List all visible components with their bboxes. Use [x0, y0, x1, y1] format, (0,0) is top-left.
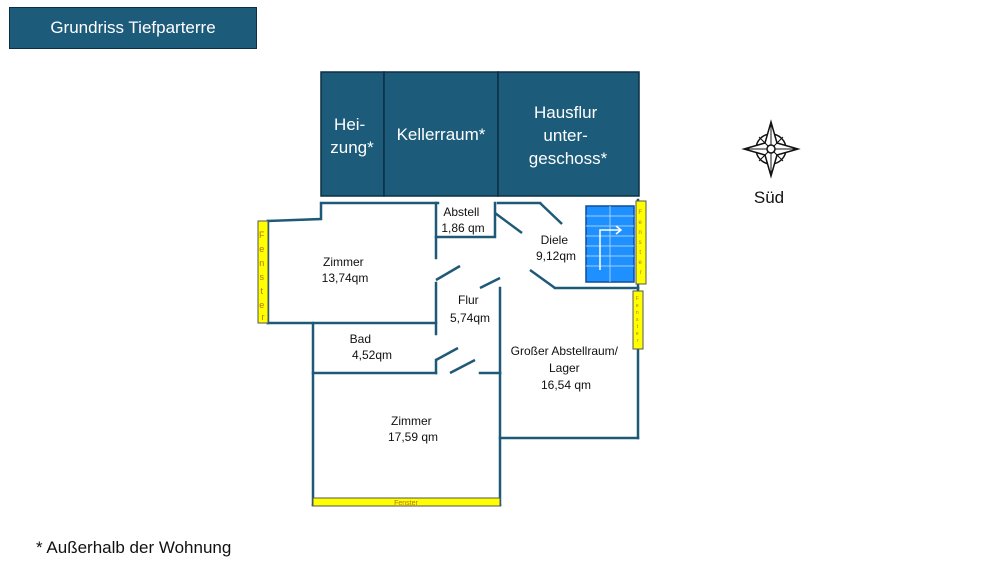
- room-flur-label: Flur 5,74qm: [450, 293, 490, 325]
- window-left: [257, 220, 269, 324]
- window-bottom: [312, 497, 501, 507]
- window-right-top: [635, 200, 647, 285]
- room-zimmer2-label: Zimmer 17,59 qm: [388, 414, 438, 444]
- window-right-bottom-label: F e n s t e r: [636, 296, 640, 344]
- door-diele: [539, 202, 563, 225]
- door-zimmer1: [435, 264, 461, 282]
- door-diele-lower: [529, 268, 556, 290]
- door-zimmer2: [449, 358, 476, 375]
- window-right-top-label: F e n s t e r: [638, 210, 643, 276]
- hausflur-block: [497, 71, 640, 197]
- room-abstell-label: Abstell 1,86 qm: [441, 205, 484, 235]
- window-left-label: F e n s t e r: [259, 230, 267, 322]
- window-bottom-label: Fenster: [394, 500, 418, 507]
- door-bad: [435, 346, 459, 362]
- compass-label: Süd: [753, 188, 785, 207]
- room-diele-label: Diele 9,12qm: [536, 233, 576, 263]
- window-right-bottom: [632, 290, 644, 350]
- door-flur: [479, 276, 501, 290]
- doors: [435, 202, 563, 375]
- footnote: * Außerhalb der Wohnung: [36, 538, 232, 557]
- heizung-label: Hei- zung*: [330, 115, 374, 157]
- kellerraum-label: Kellerraum*: [397, 125, 486, 144]
- outside-blocks: [320, 71, 640, 197]
- plan-title: Grundriss Tiefparterre: [9, 7, 257, 49]
- door-abstell: [494, 211, 523, 235]
- heizung-block: [320, 71, 385, 197]
- hausflur-label: Hausflur unter- geschoss*: [529, 103, 608, 168]
- staircase: [585, 205, 635, 283]
- windows: [257, 200, 647, 507]
- room-zimmer1-label: Zimmer 13,74qm: [322, 255, 369, 285]
- room-lager-label: Großer Abstellraum/ Lager 16,54 qm: [511, 344, 622, 392]
- compass-rose-icon: [741, 119, 801, 179]
- room-bad-label: Bad 4,52qm: [350, 332, 392, 362]
